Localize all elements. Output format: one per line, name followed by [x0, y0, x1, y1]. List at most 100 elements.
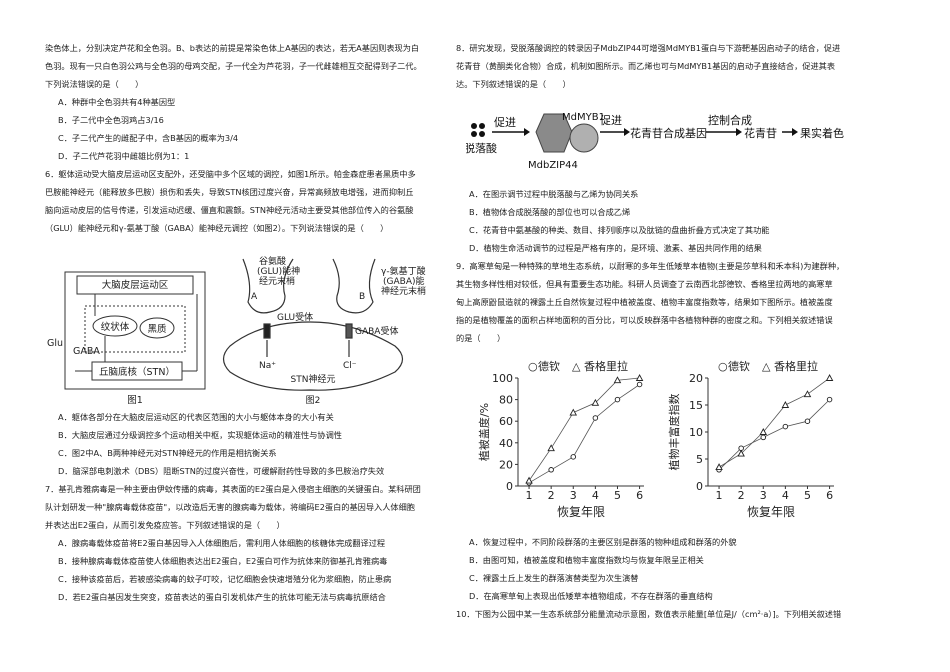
data-point-triangle — [825, 374, 834, 381]
q6-line: 脑向运动皮层的信号传递，引发运动迟缓、僵直和震颤。STN神经元活动主要受其他部位… — [45, 205, 414, 215]
q7-option-b: B．接种腺病毒载体疫苗使人体细胞表达出E2蛋白，E2蛋白可作为抗体来防御基孔肯雅… — [58, 556, 388, 566]
q8-line: 花青苷（黄酮类化合物）合成，机制如图所示。而乙烯也可与MdMYB1基因的启动子直… — [456, 61, 836, 71]
y-tick-label: 0 — [506, 480, 513, 493]
data-point-triangle — [569, 408, 578, 416]
y-tick-label: 60 — [499, 415, 513, 428]
legend-label: 香格里拉 — [584, 359, 628, 373]
fig2-glu-terminal — [242, 258, 294, 314]
mdbzip44-hexagon — [535, 113, 573, 153]
q6-option-b: B．大脑皮层通过分级调控多个运动相关中枢，实现躯体运动的精准性与协调性 — [58, 430, 342, 440]
figure-2 — [222, 258, 404, 391]
fig2-glu-neuron-label: 经元末梢 — [259, 275, 295, 287]
arrow-head — [524, 128, 530, 136]
fig8-gene-label: 花青苷合成基因 — [630, 126, 707, 140]
arrow-head — [624, 128, 630, 136]
fig2-glu-neuron-label: 谷氨酸 — [259, 255, 286, 267]
abscisic-dot — [479, 131, 485, 137]
fig2-stn-neuron — [222, 321, 404, 391]
fig2-glu-receptor — [263, 323, 271, 339]
q5-line: 下列说法错误的是（ ） — [45, 79, 144, 89]
x-tick-label: 3 — [760, 489, 767, 502]
q5-option-b: B．子二代中全色羽鸡占3/16 — [58, 115, 164, 125]
legend-marker-circle: ○ — [718, 360, 728, 373]
fig2-gaba-neuron-label: γ-氨基丁酸 — [381, 265, 426, 277]
x-tick-label: 1 — [526, 489, 533, 502]
right-column: 8．研究发现，受脱落酸调控的转录因子MdbZIP44可增强MdMYB1蛋白与下游… — [456, 44, 851, 98]
data-point-circle — [804, 418, 811, 424]
q9-line: 甸上高原鼢鼠造就的裸露土丘自然恢复过程中植被盖度、植物丰富度指数等，结果如下图所… — [456, 297, 833, 307]
q8-line: 8．研究发现，受脱落酸调控的转录因子MdbZIP44可增强MdMYB1蛋白与下游… — [456, 43, 841, 53]
y-tick-label: 100 — [492, 372, 513, 385]
y-tick-label: 10 — [689, 426, 703, 439]
fig1-basal-box — [84, 305, 186, 353]
abscisic-dot — [479, 123, 485, 129]
mdmyb1-circle — [569, 123, 599, 153]
fig1-substantia-label: 黑质 — [147, 323, 167, 335]
q10-line: 10．下图为公园中某一生态系统部分能量流动示意图，数值表示能量[单位是J/（cm… — [456, 609, 842, 619]
y-tick-label: 80 — [499, 394, 513, 407]
fig2-glu-receptor-label: GLU受体 — [277, 311, 313, 323]
fig1-striatum-ellipse — [92, 315, 138, 337]
abscisic-acid-dots — [471, 123, 485, 137]
q9-option-c: C．裸露土丘上发生的群落演替类型为次生演替 — [469, 573, 639, 583]
y-tick-label: 40 — [499, 437, 513, 450]
x-axis-label: 恢复年限 — [557, 505, 605, 519]
x-axis-label: 恢复年限 — [747, 505, 795, 519]
arrow-head — [736, 128, 742, 136]
data-point-circle — [592, 415, 599, 421]
series-line — [718, 377, 830, 468]
fig8-mdbzip44-label: MdbZIP44 — [528, 160, 578, 171]
x-tick-label: 2 — [548, 489, 555, 502]
abscisic-dot — [471, 123, 477, 129]
fig2-gaba-receptor — [345, 323, 353, 339]
y-tick-label: 5 — [696, 453, 703, 466]
x-tick-label: 5 — [804, 489, 811, 502]
y-tick-label: 20 — [499, 458, 513, 471]
q7-option-d: D．若E2蛋白基因发生突变，疫苗表达的蛋白引发机体产生的抗体可能无法与病毒抗原结… — [58, 592, 386, 602]
data-point-triangle — [803, 390, 812, 398]
fig1-substantia-ellipse — [139, 317, 175, 339]
series-line — [528, 377, 640, 481]
q8-line: 达。下列叙述错误的是（ ） — [456, 79, 571, 89]
q7-line: 队计划研发一种"腺病毒载体疫苗"，以改造后无害的腺病毒为载体，将编码E2蛋白的基… — [45, 502, 415, 512]
q5-option-d: D．子二代芦花羽中雌雄比例为1：1 — [58, 151, 190, 161]
q9-option-d: D．在高寒草甸上表现出低矮草本植物组成，不存在群落的垂直结构 — [469, 591, 713, 601]
fig8-abscisic-label: 脱落酸 — [466, 141, 497, 155]
abscisic-dot — [471, 131, 477, 137]
fig2-gaba-neuron-label: (GABA)能 — [383, 275, 425, 287]
x-tick-label: 5 — [614, 489, 621, 502]
left-column-lower: A．躯体各部分在大脑皮层运动区的代表区范围的大小与躯体本身的大小有关 B．大脑皮… — [45, 413, 440, 611]
q9-option-a: A．恢复过程中，不同阶段群落的主要区别是群落的物种组成和群落的外貌 — [469, 537, 737, 547]
fig1-glu-label: Glu — [47, 338, 63, 349]
figure-8-pathway: 促进 脱落酸 MdMYB1 促进 MdbZIP44 花青苷合成基因 控制合成 花… — [466, 112, 844, 171]
fig2-na-label: Na⁺ — [259, 361, 276, 371]
q8-option-a: A．在图示调节过程中脱落酸与乙烯为协同关系 — [469, 189, 639, 199]
data-point-circle — [570, 454, 577, 460]
fig1-cortex-label: 大脑皮层运动区 — [102, 279, 169, 291]
q6-option-d: D．脑深部电刺激术（DBS）阻断STN的过度兴奋性，可缓解耐药性导致的多巴胺治疗… — [58, 466, 385, 476]
fig2-stn-label: STN神经元 — [291, 373, 336, 385]
data-point-triangle — [781, 401, 790, 408]
right-column-mid: A．在图示调节过程中脱落酸与乙烯为协同关系 B．植物体合成脱落酸的部位也可以合成… — [456, 190, 851, 352]
fig2-cl-label: Cl⁻ — [343, 361, 357, 371]
x-tick-label: 4 — [782, 489, 789, 502]
x-tick-label: 6 — [826, 489, 833, 502]
fig1-striatum-label: 纹状体 — [101, 321, 130, 333]
arrow-head — [792, 128, 798, 136]
legend-marker-triangle: △ — [572, 360, 581, 373]
q6-option-c: C．图2中A、B两种神经元对STN神经元的作用是相抗衡关系 — [58, 448, 277, 458]
y-axis-label: 植物丰富度指数 — [667, 394, 681, 471]
q8-option-d: D．植物生命活动调节的过程是严格有序的，是环境、激素、基因共同作用的结果 — [469, 243, 762, 253]
data-point-triangle — [635, 374, 644, 381]
fig2-gaba-neuron-label: 神经元末梢 — [381, 285, 426, 297]
x-tick-label: 2 — [738, 489, 745, 502]
legend-label: 德钦 — [538, 359, 560, 373]
fig8-anthocyanin-label: 花青苷 — [744, 126, 777, 140]
y-axis-label: 植被盖度/% — [477, 403, 491, 461]
fig8-promote-1: 促进 — [494, 115, 516, 129]
x-tick-label: 4 — [592, 489, 599, 502]
data-point-circle — [636, 381, 643, 388]
q5-option-a: A．种群中全色羽共有4种基因型 — [58, 97, 176, 107]
